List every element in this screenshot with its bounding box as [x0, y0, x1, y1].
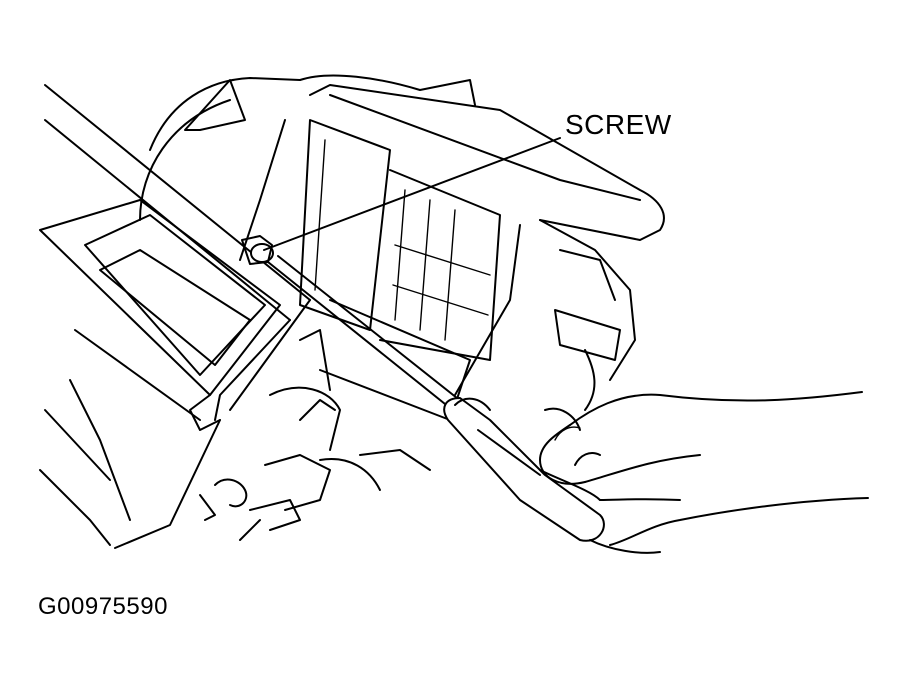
filter-element	[239, 119, 521, 421]
front-panel	[39, 84, 311, 549]
screwdriver	[267, 255, 605, 542]
lower-bracket	[199, 329, 431, 541]
figure-id-label: G00975590	[38, 593, 168, 620]
hand	[539, 391, 869, 554]
screw-callout-label: SCREW	[565, 109, 672, 140]
leader-line	[263, 137, 561, 251]
